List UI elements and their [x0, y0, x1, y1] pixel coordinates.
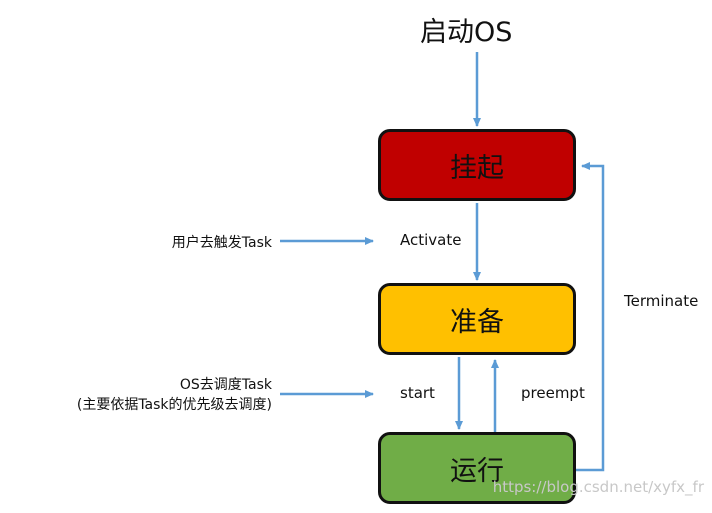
arrow-terminate [576, 162, 605, 472]
os-schedule-annotation: OS去调度Task (主要依据Task的优先级去调度) [77, 375, 272, 415]
user-trigger-annotation: 用户去触发Task [171, 235, 272, 251]
transition-activate-label: Activate [400, 231, 462, 249]
os-schedule-line2: (主要依据Task的优先级去调度) [76, 397, 272, 413]
state-running-box: 运行 [378, 432, 576, 504]
state-running-label: 运行 [450, 455, 504, 487]
watermark: https://blog.csdn.net/xyfx_fr [492, 478, 704, 496]
os-start-label: 启动OS [420, 17, 513, 48]
transition-start-label: start [400, 384, 435, 402]
transition-preempt-label: preempt [521, 384, 585, 402]
state-suspended-box: 挂起 [378, 129, 576, 201]
state-suspended-label: 挂起 [450, 152, 504, 184]
state-ready-box: 准备 [378, 283, 576, 355]
os-schedule-line1: OS去调度Task [179, 377, 272, 393]
state-ready-label: 准备 [450, 306, 504, 338]
transition-terminate-label: Terminate [624, 292, 699, 310]
